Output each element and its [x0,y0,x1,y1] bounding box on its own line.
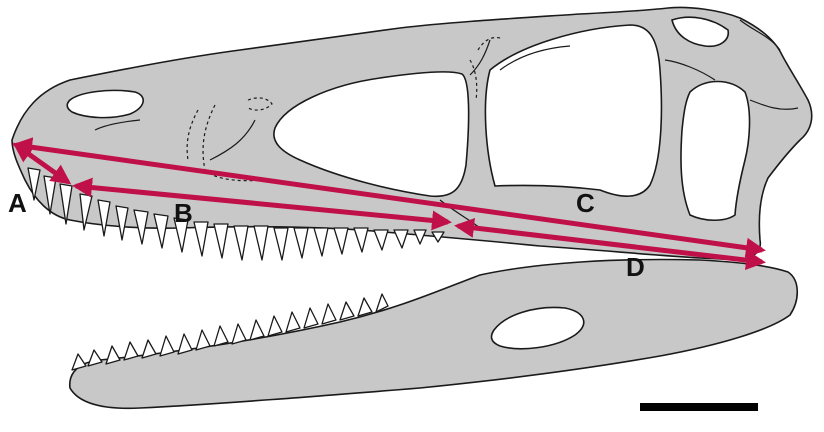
label-c: C [576,188,595,218]
scale-bar [640,403,758,411]
label-d: D [626,252,645,282]
mandible [70,260,797,409]
label-a: A [8,188,27,218]
cranium [12,7,812,260]
label-b: B [174,198,193,228]
